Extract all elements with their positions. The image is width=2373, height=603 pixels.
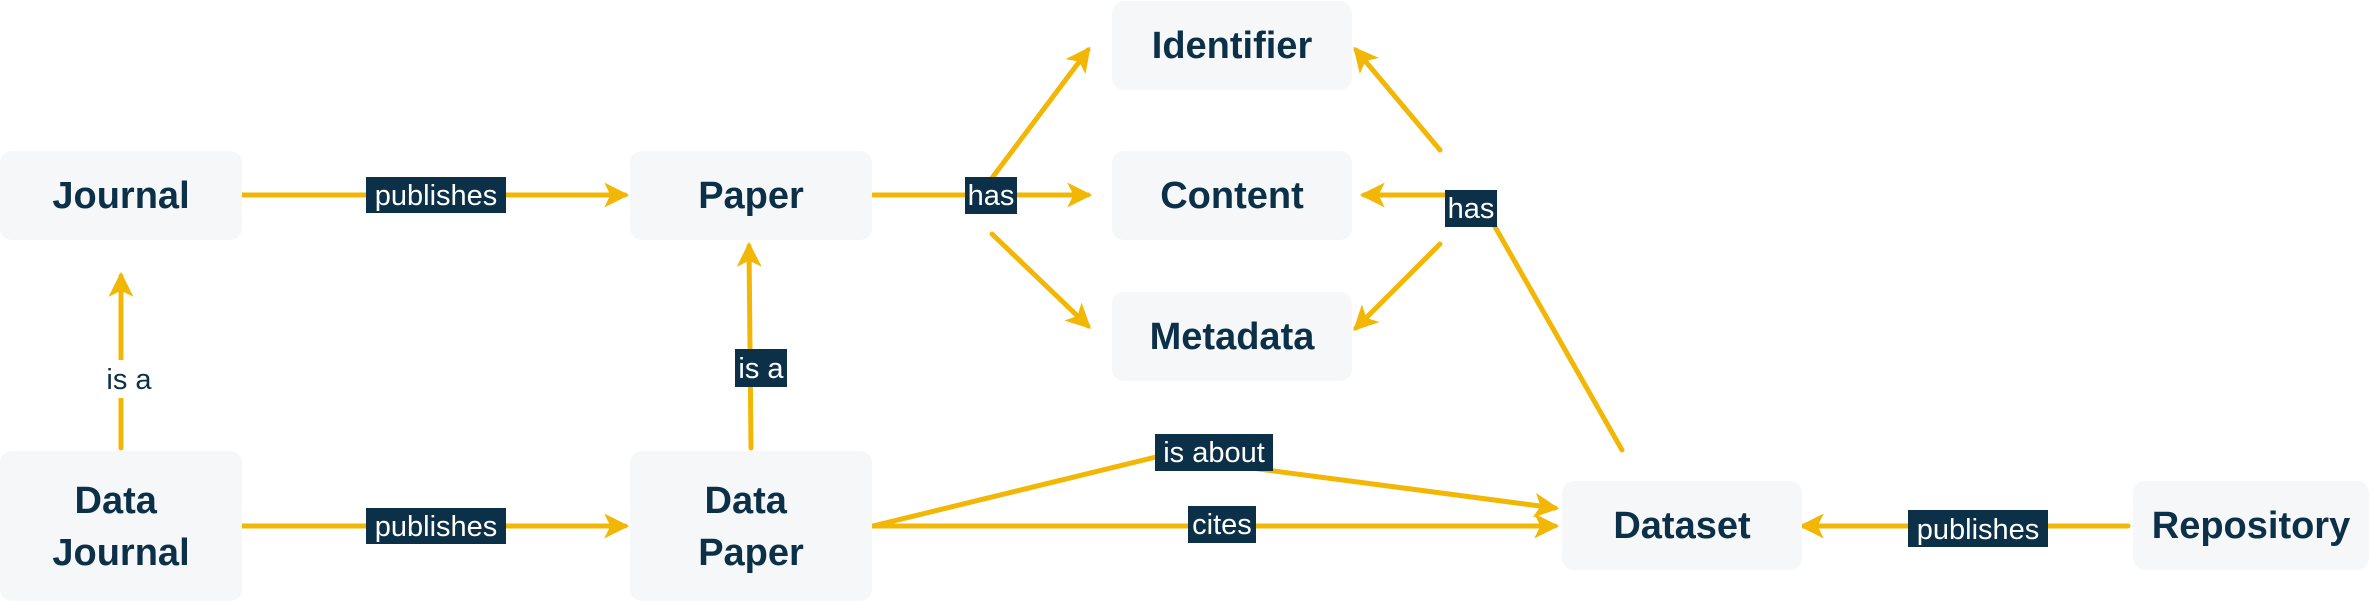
edge-dataset-has-identifier xyxy=(1353,46,1443,153)
svg-text:is a: is a xyxy=(106,364,152,396)
node-dataset-label: Dataset xyxy=(1613,505,1751,547)
edge-paper-has-identifier xyxy=(989,46,1091,181)
label-paper-has: has xyxy=(965,177,1017,214)
node-content[interactable]: Content xyxy=(1112,151,1352,240)
svg-text:Data Paper: Data Paper xyxy=(698,480,804,574)
node-data-journal-line-2: Journal xyxy=(52,532,189,574)
edge-datapaper-is-a-paper xyxy=(736,241,762,451)
node-identifier-label: Identifier xyxy=(1152,25,1313,67)
node-identifier[interactable]: Identifier xyxy=(1112,1,1352,90)
edge-paper-has-metadata xyxy=(989,231,1092,329)
node-paper-label: Paper xyxy=(698,175,804,217)
node-paper[interactable]: Paper xyxy=(630,151,872,240)
svg-text:publishes: publishes xyxy=(375,511,498,543)
node-data-journal-line-1: Data xyxy=(75,480,158,522)
node-content-label: Content xyxy=(1160,175,1304,217)
label-datapaper-is-about-dataset: is about xyxy=(1155,434,1273,471)
edge-labels: publishes publishes is a is a has has is… xyxy=(94,177,2048,547)
node-dataset[interactable]: Dataset xyxy=(1562,481,1802,570)
label-datapaper-is-a-paper: is a xyxy=(735,349,787,387)
svg-text:is a: is a xyxy=(738,353,784,385)
label-datajournal-publishes-datapaper: publishes xyxy=(366,508,506,544)
svg-text:has: has xyxy=(1448,193,1495,225)
node-data-paper-line-1: Data xyxy=(705,480,788,522)
label-datapaper-cites-dataset: cites xyxy=(1188,506,1256,543)
edge-dataset-has-metadata xyxy=(1353,241,1443,331)
node-metadata[interactable]: Metadata xyxy=(1112,292,1352,381)
label-dataset-has: has xyxy=(1445,190,1497,227)
svg-text:Data Journal: Data Journal xyxy=(52,480,189,574)
edges xyxy=(108,46,2131,539)
svg-text:cites: cites xyxy=(1192,509,1252,541)
node-journal-label: Journal xyxy=(52,175,189,217)
svg-text:has: has xyxy=(968,180,1015,212)
label-repository-publishes-dataset: publishes xyxy=(1908,510,2048,547)
node-metadata-label: Metadata xyxy=(1150,316,1316,358)
label-journal-publishes-paper: publishes xyxy=(366,177,506,213)
label-datajournal-is-a-journal: is a xyxy=(94,360,164,398)
svg-text:publishes: publishes xyxy=(1917,514,2040,546)
svg-text:publishes: publishes xyxy=(375,180,498,212)
edge-dataset-has-trunk xyxy=(1491,222,1625,453)
svg-text:is about: is about xyxy=(1163,437,1265,469)
node-journal[interactable]: Journal xyxy=(0,151,242,240)
node-data-paper-line-2: Paper xyxy=(698,532,804,574)
node-repository-label: Repository xyxy=(2152,505,2350,547)
node-data-paper[interactable]: Data Paper xyxy=(630,451,872,601)
node-data-journal[interactable]: Data Journal xyxy=(0,451,242,601)
node-repository[interactable]: Repository xyxy=(2133,481,2369,570)
